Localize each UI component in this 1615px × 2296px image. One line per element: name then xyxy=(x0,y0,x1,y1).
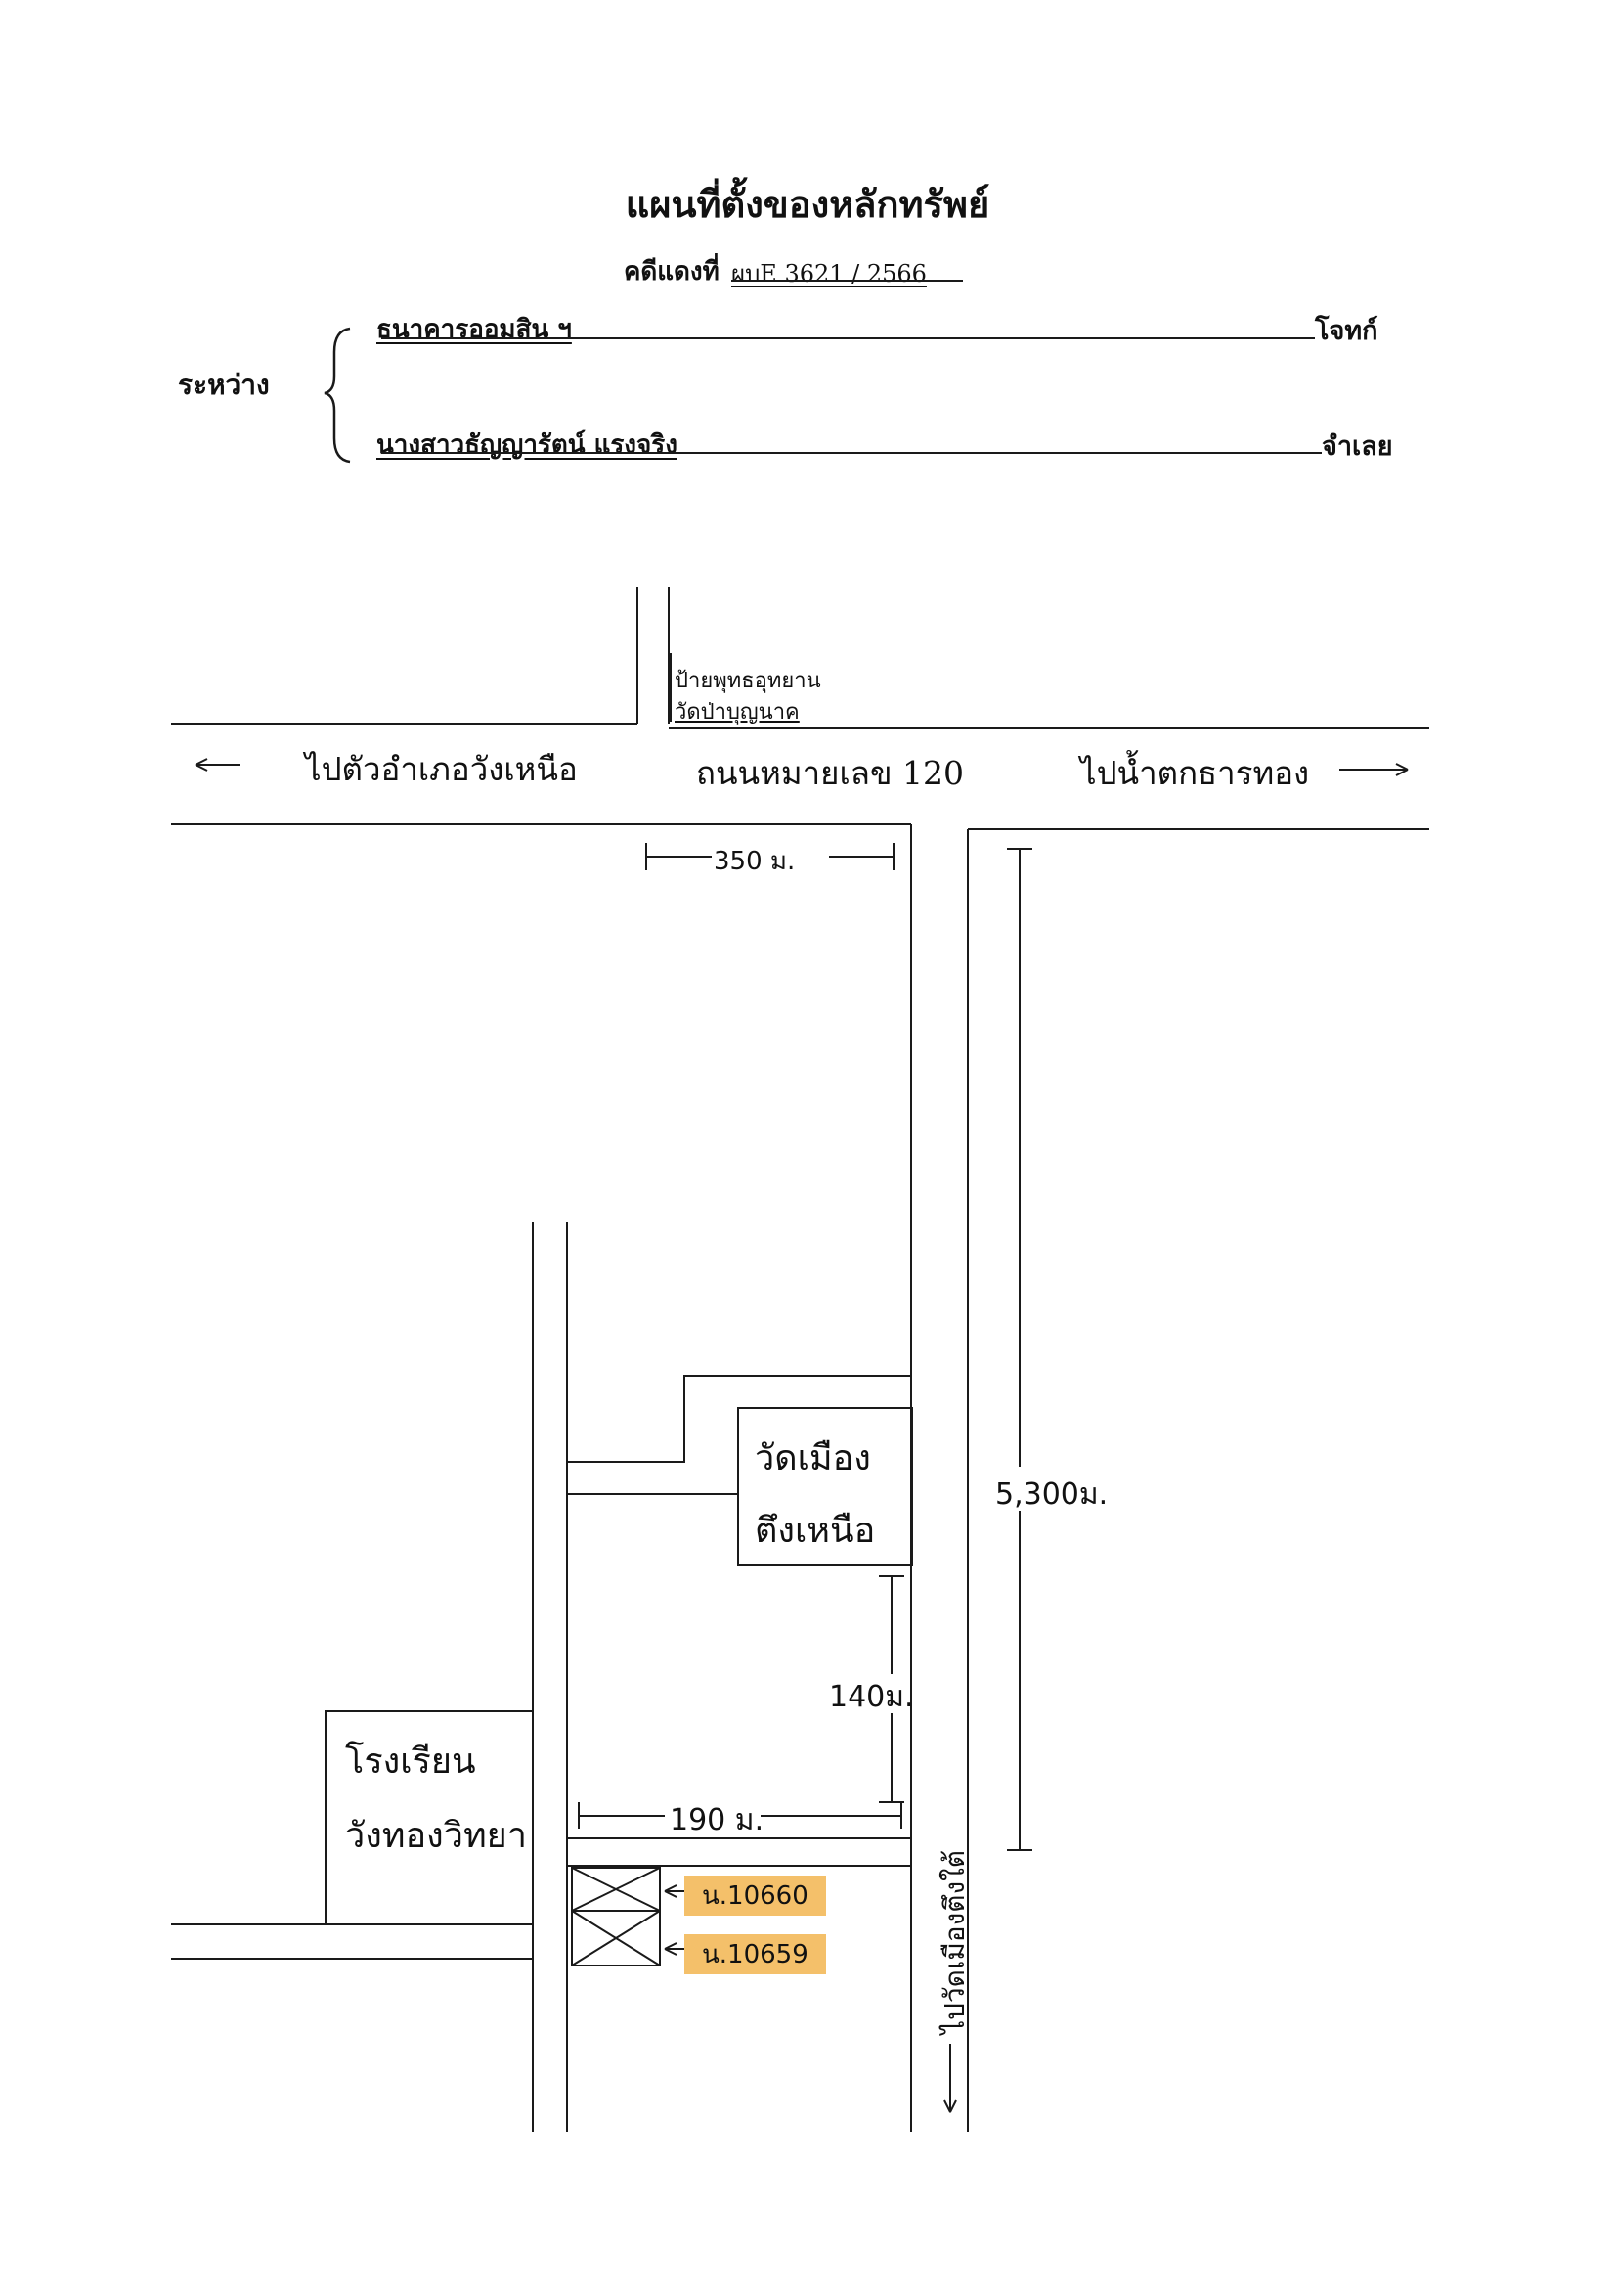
roadside-sign-line-1: ป้ายพุทธอุทยาน xyxy=(675,669,821,693)
temple-name-line-2: ตึงเหนือ xyxy=(755,1511,876,1551)
school-name-line-1: โรงเรียน xyxy=(345,1742,476,1782)
distance-190: 190 ม. xyxy=(670,1803,764,1837)
page-title: แผนที่ตั้งของหลักทรัพย์ xyxy=(625,182,990,226)
connector-road xyxy=(567,1375,911,1463)
between-label: ระหว่าง xyxy=(178,369,270,401)
label-to-south: ไปวัดเมืองตึงใต้ xyxy=(938,1850,971,2034)
case-label: คดีแดงที่ xyxy=(624,257,720,287)
case-number: ผบE 3621 / 2566 xyxy=(731,260,927,287)
defendant-role: จำเลย xyxy=(1322,431,1393,462)
school-name-line-2: วังทองวิทยา xyxy=(345,1816,527,1856)
label-to-east: ไปน้ำตกธารทอง xyxy=(1080,754,1310,792)
plot-label-10660: น.10660 xyxy=(684,1876,826,1916)
label-main-road: ถนนหมายเลข 120 xyxy=(696,754,965,792)
defendant-name: นางสาวธัญญารัตน์ แรงจริง xyxy=(376,430,677,460)
distance-350: 350 ม. xyxy=(714,847,796,876)
plot-10659-box xyxy=(571,1910,661,1966)
roadside-sign-line-2: วัดป่าบุญนาค xyxy=(675,700,800,725)
plaintiff-role: โจทก์ xyxy=(1315,316,1378,346)
distance-5300: 5,300ม. xyxy=(995,1478,1109,1512)
temple-box xyxy=(737,1407,913,1566)
temple-name-line-1: วัดเมือง xyxy=(755,1438,871,1479)
party-bracket xyxy=(324,327,351,464)
distance-140: 140ม. xyxy=(829,1680,914,1714)
label-to-west: ไปตัวอำเภอวังเหนือ xyxy=(305,750,578,788)
plot-label-10659: น.10659 xyxy=(684,1934,826,1974)
